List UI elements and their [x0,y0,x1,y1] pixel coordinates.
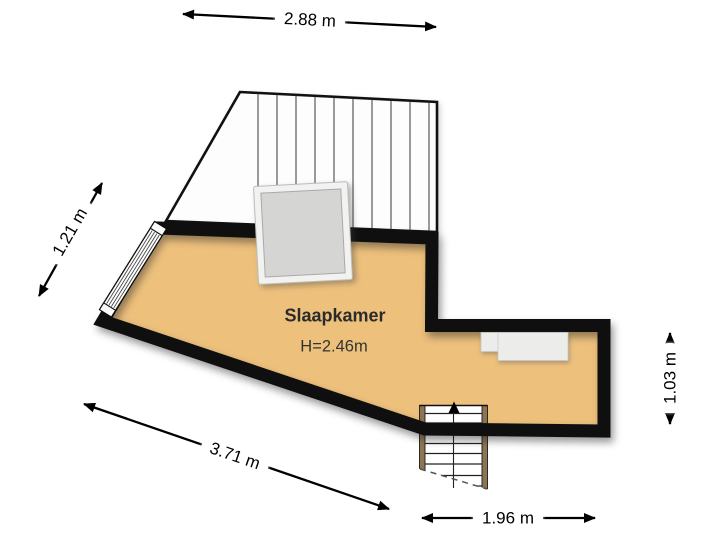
skylight [253,181,353,285]
stair-rail-right [481,405,488,491]
room-name-label: Slaapkamer [284,305,386,326]
dimension-label-top: 2.88 m [274,6,346,34]
window-glazing-lines [106,230,160,309]
window-end-cap [149,220,168,237]
window [98,220,168,318]
stair-cut-line [419,468,488,490]
stair-rail-left [419,405,426,491]
dimension-label-bottom: 1.96 m [473,506,543,530]
room-ceiling-height-label: H=2.46m [300,337,368,356]
furniture-small-cabinet [480,332,500,352]
bedroom-floor [103,228,604,431]
stairs-up-arrow-icon [448,401,460,413]
staircase [419,401,488,491]
furniture-dresser [497,332,569,361]
furniture [480,332,569,361]
skylight-glass [260,188,346,278]
walls [93,221,611,438]
dimension-label-right: 1.03 m [658,343,682,413]
window-end-cap [98,302,117,318]
